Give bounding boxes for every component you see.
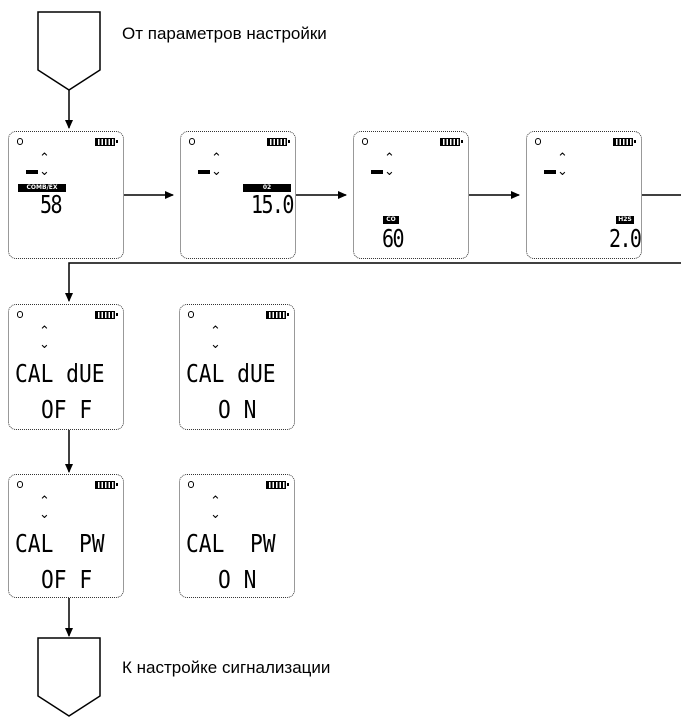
battery-icon xyxy=(95,311,118,319)
cursor-dash xyxy=(198,170,210,174)
gas-value: 15.0 xyxy=(251,190,294,219)
cal-pw-state: OF F xyxy=(41,565,93,594)
battery-icon xyxy=(95,138,118,146)
up-down-arrows-icon: ⌃⌄ xyxy=(39,324,50,352)
up-down-arrows-icon: ⌃⌄ xyxy=(39,494,50,522)
cal-due-label: CAL dUE xyxy=(15,359,105,388)
gas-value: 2.0 xyxy=(609,224,642,253)
end-connector xyxy=(37,637,101,717)
battery-icon xyxy=(266,481,289,489)
sensor-icon xyxy=(17,138,23,145)
screen-cal-due-on: ⌃⌄ CAL dUE O N xyxy=(179,304,295,430)
battery-icon xyxy=(95,481,118,489)
battery-icon xyxy=(613,138,636,146)
cal-pw-label: CAL PW xyxy=(15,529,105,558)
battery-icon xyxy=(267,138,290,146)
cal-due-state: O N xyxy=(218,395,257,424)
cursor-dash xyxy=(26,170,38,174)
screen-co: ⌃⌄ CO 60 xyxy=(353,131,469,259)
up-down-arrows-icon: ⌃⌄ xyxy=(210,324,221,352)
sensor-icon xyxy=(535,138,541,145)
up-down-arrows-icon: ⌃⌄ xyxy=(557,151,568,179)
up-down-arrows-icon: ⌃⌄ xyxy=(211,151,222,179)
sensor-icon xyxy=(189,138,195,145)
wrap-line xyxy=(65,262,681,302)
gas-value: 58 xyxy=(40,190,62,219)
sensor-icon xyxy=(188,311,194,318)
sensor-icon xyxy=(362,138,368,145)
gas-tag: COMB/EX xyxy=(18,184,66,192)
cal-due-label: CAL dUE xyxy=(186,359,276,388)
screen-h2s: ⌃⌄ H2S 2.0 xyxy=(526,131,642,259)
screen-cal-due-off: ⌃⌄ CAL dUE OF F xyxy=(8,304,124,430)
up-down-arrows-icon: ⌃⌄ xyxy=(384,151,395,179)
sensor-icon xyxy=(188,481,194,488)
sensor-icon xyxy=(17,311,23,318)
sensor-icon xyxy=(17,481,23,488)
battery-icon xyxy=(440,138,463,146)
up-down-arrows-icon: ⌃⌄ xyxy=(39,151,50,179)
caption-from-settings: От параметров настройки xyxy=(122,24,327,43)
cursor-dash xyxy=(371,170,383,174)
gas-tag: 02 xyxy=(243,184,291,192)
start-connector xyxy=(37,11,101,91)
cal-pw-state: O N xyxy=(218,565,257,594)
gas-tag: CO xyxy=(383,216,399,224)
cursor-dash xyxy=(544,170,556,174)
cal-pw-label: CAL PW xyxy=(186,529,276,558)
cal-due-state: OF F xyxy=(41,395,93,424)
screen-comb-ex: ⌃⌄ COMB/EX 58 xyxy=(8,131,124,259)
battery-icon xyxy=(266,311,289,319)
gas-tag: H2S xyxy=(616,216,634,224)
screen-o2: ⌃⌄ 02 15.0 xyxy=(180,131,296,259)
caption-to-alarm: К настройке сигнализации xyxy=(122,658,331,677)
gas-value: 60 xyxy=(382,224,404,253)
screen-cal-pw-off: ⌃⌄ CAL PW OF F xyxy=(8,474,124,598)
up-down-arrows-icon: ⌃⌄ xyxy=(210,494,221,522)
screen-cal-pw-on: ⌃⌄ CAL PW O N xyxy=(179,474,295,598)
